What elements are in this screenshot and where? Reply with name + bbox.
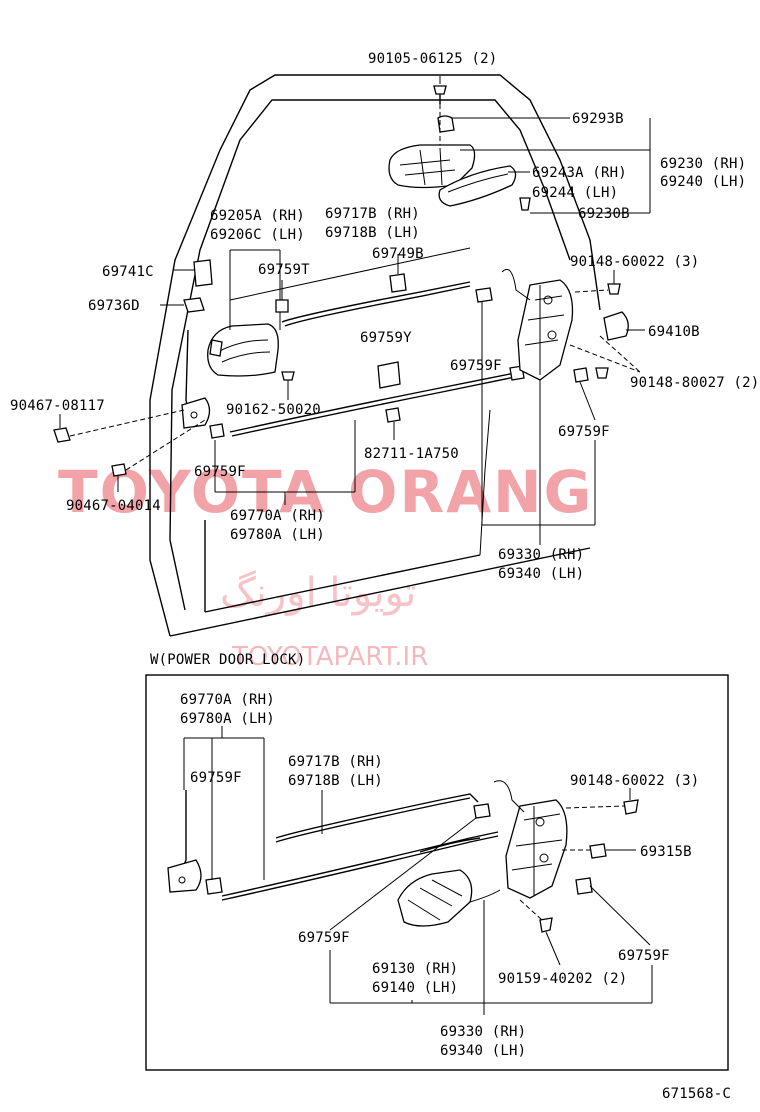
watermark-persian: تویوتا اورنگ [220, 570, 416, 616]
label-90162: 90162-50020 [226, 402, 321, 418]
top-callouts: 90105-06125 (2) 69293B 69243A (RH) 69244… [10, 51, 759, 582]
clip-69749b-icon [389, 273, 407, 293]
label-box-69130: 69130 (RH) [372, 961, 458, 977]
label-69759f-b: 69759F [558, 424, 610, 440]
label-box-69770a: 69770A (RH) [180, 692, 275, 708]
watermark: TOYOTA ORANG تویوتا اورنگ TOYOTAPART.IR [58, 458, 591, 672]
figure-code: 671568-C [662, 1086, 731, 1102]
label-90467-04014: 90467-04014 [66, 498, 161, 514]
label-69244: 69244 (LH) [532, 185, 618, 201]
box-callouts: 69770A (RH) 69780A (LH) 69759F 69717B (R… [180, 692, 699, 1059]
label-69736d: 69736D [88, 298, 140, 314]
label-69340: 69340 (LH) [498, 566, 584, 582]
power-door-lock-box [145, 674, 729, 1071]
clip-82711-icon [385, 407, 401, 423]
label-69759f-a: 69759F [450, 358, 502, 374]
label-69230b: 69230B [578, 206, 630, 222]
lock-link-lever [181, 397, 211, 429]
label-69759y: 69759Y [360, 330, 412, 346]
label-69243a: 69243A (RH) [532, 165, 627, 181]
label-box-69718b: 69718B (LH) [288, 773, 383, 789]
label-box-90148: 90148-60022 (3) [570, 773, 699, 789]
label-90467-08117: 90467-08117 [10, 398, 105, 414]
label-box-69315b: 69315B [640, 844, 692, 860]
label-69293b: 69293B [572, 111, 624, 127]
label-90105: 90105-06125 (2) [368, 51, 497, 67]
label-69240: 69240 (LH) [660, 174, 746, 190]
label-69230: 69230 (RH) [660, 156, 746, 172]
bolt-90105-icon [433, 85, 447, 104]
clip-69759f-icon [209, 287, 589, 439]
label-69717b: 69717B (RH) [325, 206, 420, 222]
bolt-90467-icon [53, 427, 127, 477]
label-box-69780a: 69780A (LH) [180, 711, 275, 727]
screw-90148-icon [595, 283, 621, 379]
label-90148-80027: 90148-80027 (2) [630, 375, 759, 391]
label-box-69717b: 69717B (RH) [288, 754, 383, 770]
label-69741c: 69741C [102, 264, 154, 280]
label-69759t: 69759T [258, 262, 310, 278]
protector-69759y-icon [377, 361, 401, 389]
inside-handle [207, 323, 279, 377]
clip-69736d-icon [160, 297, 205, 313]
label-69749b: 69749B [372, 246, 424, 262]
clip-69741c-icon [174, 259, 213, 287]
clip-69759t-icon [275, 299, 289, 313]
outside-handle-assembly [388, 104, 531, 211]
striker-69410b-icon [603, 311, 645, 341]
label-box-69140: 69140 (LH) [372, 980, 458, 996]
label-box-90159: 90159-40202 (2) [498, 971, 627, 987]
label-69330: 69330 (RH) [498, 547, 584, 563]
label-box-69759f-b: 69759F [298, 930, 350, 946]
section-title: W(POWER DOOR LOCK) [150, 652, 305, 668]
label-69759f-c: 69759F [194, 464, 246, 480]
label-box-69759f-c: 69759F [618, 948, 670, 964]
label-69770a: 69770A (RH) [230, 508, 325, 524]
label-69410b: 69410B [648, 324, 700, 340]
power-lock-parts [167, 780, 639, 933]
label-box-69759f-a: 69759F [190, 770, 242, 786]
control-rods [185, 281, 521, 437]
label-69206c: 69206C (LH) [210, 227, 305, 243]
door-outline [149, 74, 601, 637]
label-69718b: 69718B (LH) [325, 225, 420, 241]
label-69205a: 69205A (RH) [210, 208, 305, 224]
label-82711: 82711-1A750 [364, 446, 459, 462]
watermark-site: TOYOTAPART.IR [231, 642, 428, 672]
label-90148-60022: 90148-60022 (3) [570, 254, 699, 270]
label-box-69330: 69330 (RH) [440, 1024, 526, 1040]
label-box-69340: 69340 (LH) [440, 1043, 526, 1059]
label-69780a: 69780A (LH) [230, 527, 325, 543]
door-lock-assembly [501, 268, 574, 381]
screw-90162-icon [281, 371, 295, 400]
